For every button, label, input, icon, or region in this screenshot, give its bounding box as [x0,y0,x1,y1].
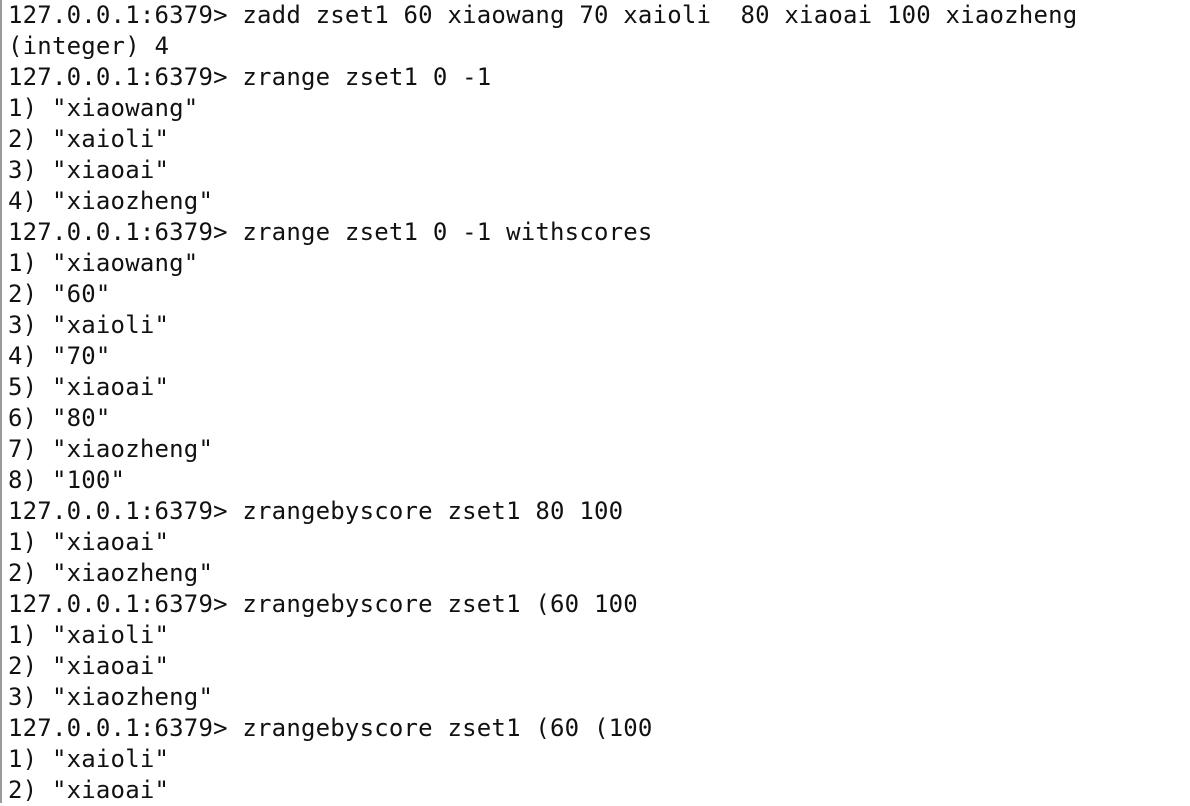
terminal-line-output: 4) "xiaozheng" [8,187,214,215]
terminal-line-output: 1) "xaioli" [8,621,170,649]
terminal-line-output: 2) "xaioli" [8,125,170,153]
terminal-line-output: 5) "xiaoai" [8,373,170,401]
terminal-line-output: 2) "xiaozheng" [8,559,214,587]
terminal-line-output: (integer) 4 [8,32,170,60]
terminal-line-output: 7) "xiaozheng" [8,435,214,463]
terminal-line-command: 127.0.0.1:6379> zrangebyscore zset1 (60 … [8,714,653,742]
terminal-line-command: 127.0.0.1:6379> zrangebyscore zset1 (60 … [8,590,638,618]
terminal-line-command: 127.0.0.1:6379> zrangebyscore zset1 80 1… [8,497,624,525]
terminal-line-output: 3) "xiaozheng" [8,683,214,711]
terminal-line-output: 1) "xaioli" [8,745,170,773]
terminal-line-output: 8) "100" [8,466,126,494]
terminal-line-output: 2) "xiaoai" [8,652,170,680]
terminal-line-output: 6) "80" [8,404,111,432]
terminal-line-output: 3) "xiaoai" [8,156,170,184]
terminal-line-output: 4) "70" [8,342,111,370]
terminal-line-output: 1) "xiaoai" [8,528,170,556]
terminal-line-output: 1) "xiaowang" [8,249,199,277]
terminal-line-output: 2) "60" [8,280,111,308]
terminal-line-output: 2) "xiaoai" [8,776,170,804]
terminal-line-output: 3) "xaioli" [8,311,170,339]
terminal-line-command: 127.0.0.1:6379> zrange zset1 0 -1 [8,63,492,91]
terminal-line-command: 127.0.0.1:6379> zadd zset1 60 xiaowang 7… [8,1,1078,29]
terminal-line-output: 1) "xiaowang" [8,94,199,122]
terminal-line-command: 127.0.0.1:6379> zrange zset1 0 -1 withsc… [8,218,653,246]
